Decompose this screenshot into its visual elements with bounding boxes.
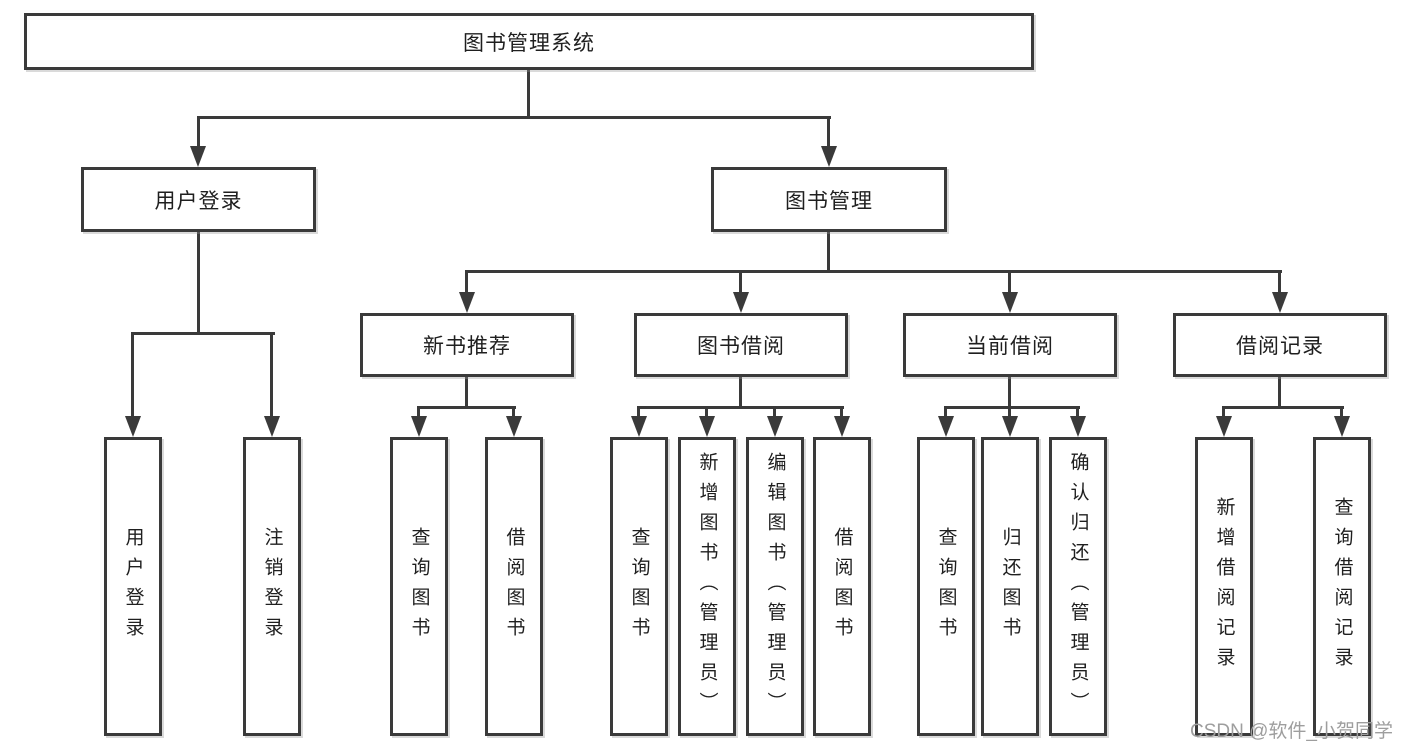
leaf-confirm-return-admin-label: 确认归还（管理员） (1067, 451, 1089, 722)
leaf-query-borrow-record-label: 查询借阅记录 (1331, 496, 1353, 677)
leaf-borrow-books-recommend-label: 借阅图书 (503, 526, 525, 647)
connector-new-book-bar (417, 406, 516, 409)
connector-drop (1278, 272, 1281, 294)
connector-drop (197, 118, 200, 148)
connector-drop (1008, 272, 1011, 294)
connector-drop (705, 407, 708, 418)
arrowhead (459, 292, 475, 313)
leaf-borrow-books-recommend: 借阅图书 (485, 437, 543, 736)
arrowhead (767, 416, 783, 437)
node-book-borrowing-label: 图书借阅 (697, 335, 785, 358)
leaf-query-books-recommend-label: 查询图书 (408, 526, 430, 647)
connector-book-borrow-stem (739, 377, 742, 407)
arrowhead (1002, 416, 1018, 437)
leaf-query-books-current-label: 查询图书 (935, 526, 957, 647)
connector-drop (270, 334, 273, 418)
leaf-add-borrow-record-label: 新增借阅记录 (1213, 496, 1235, 677)
node-system-root: 图书管理系统 (24, 13, 1034, 70)
node-borrowing-records-label: 借阅记录 (1236, 335, 1324, 358)
connector-drop (512, 407, 515, 418)
connector-drop (417, 407, 420, 418)
node-new-book-recommend-label: 新书推荐 (423, 335, 511, 358)
arrowhead (1216, 416, 1232, 437)
leaf-query-books-borrowing-label: 查询图书 (628, 526, 650, 647)
connector-borrow-record-bar (1222, 406, 1344, 409)
connector-drop (1076, 407, 1079, 418)
node-user-login: 用户登录 (81, 167, 316, 232)
connector-book-mgmt-stem (827, 232, 830, 272)
leaf-query-books-current: 查询图书 (917, 437, 975, 736)
arrowhead (264, 416, 280, 437)
leaf-logout-label: 注销登录 (261, 526, 283, 647)
connector-drop (1008, 407, 1011, 418)
node-borrowing-records: 借阅记录 (1173, 313, 1387, 377)
connector-drop (739, 272, 742, 294)
node-system-root-label: 图书管理系统 (463, 31, 595, 55)
connector-drop (773, 407, 776, 418)
arrowhead (1334, 416, 1350, 437)
connector-book-mgmt-bar (465, 270, 1282, 273)
leaf-add-books-admin-label: 新增图书（管理员） (696, 451, 718, 722)
connector-root-bar (197, 116, 831, 119)
arrowhead (125, 416, 141, 437)
arrowhead (733, 292, 749, 313)
arrowhead (1272, 292, 1288, 313)
connector-borrow-record-stem (1278, 377, 1281, 407)
arrowhead (834, 416, 850, 437)
leaf-query-borrow-record: 查询借阅记录 (1313, 437, 1371, 736)
connector-drop (1340, 407, 1343, 418)
connector-new-book-stem (465, 377, 468, 407)
arrowhead (1002, 292, 1018, 313)
leaf-borrow-books-borrowing-label: 借阅图书 (831, 526, 853, 647)
connector-drop (827, 118, 830, 148)
connector-user-login-stem (197, 232, 200, 334)
connector-drop (637, 407, 640, 418)
arrowhead (821, 146, 837, 167)
connector-drop (131, 334, 134, 418)
arrowhead (506, 416, 522, 437)
arrowhead (190, 146, 206, 167)
node-book-management-label: 图书管理 (785, 189, 873, 213)
connector-current-borrow-stem (1008, 377, 1011, 407)
arrowhead (411, 416, 427, 437)
leaf-edit-books-admin-label: 编辑图书（管理员） (764, 451, 786, 722)
node-current-borrowing-label: 当前借阅 (966, 335, 1054, 358)
node-new-book-recommend: 新书推荐 (360, 313, 574, 377)
leaf-query-books-borrowing: 查询图书 (610, 437, 668, 736)
leaf-add-borrow-record: 新增借阅记录 (1195, 437, 1253, 736)
connector-user-login-bar (131, 332, 275, 335)
leaf-query-books-recommend: 查询图书 (390, 437, 448, 736)
leaf-user-login-label: 用户登录 (122, 526, 144, 647)
leaf-return-books-label: 归还图书 (999, 526, 1021, 647)
arrowhead (699, 416, 715, 437)
arrowhead (631, 416, 647, 437)
leaf-confirm-return-admin: 确认归还（管理员） (1049, 437, 1107, 736)
leaf-edit-books-admin: 编辑图书（管理员） (746, 437, 804, 736)
connector-drop (840, 407, 843, 418)
leaf-add-books-admin: 新增图书（管理员） (678, 437, 736, 736)
arrowhead (938, 416, 954, 437)
leaf-logout: 注销登录 (243, 437, 301, 736)
connector-drop (944, 407, 947, 418)
csdn-watermark: CSDN @软件_小贺同学 (1190, 721, 1393, 742)
leaf-return-books: 归还图书 (981, 437, 1039, 736)
node-current-borrowing: 当前借阅 (903, 313, 1117, 377)
connector-root-stem (527, 70, 530, 118)
connector-book-borrow-bar (637, 406, 844, 409)
node-book-management: 图书管理 (711, 167, 947, 232)
connector-drop (465, 272, 468, 294)
connector-current-borrow-bar (944, 406, 1080, 409)
leaf-borrow-books-borrowing: 借阅图书 (813, 437, 871, 736)
connector-drop (1222, 407, 1225, 418)
arrowhead (1070, 416, 1086, 437)
leaf-user-login: 用户登录 (104, 437, 162, 736)
node-user-login-label: 用户登录 (154, 189, 243, 213)
node-book-borrowing: 图书借阅 (634, 313, 848, 377)
